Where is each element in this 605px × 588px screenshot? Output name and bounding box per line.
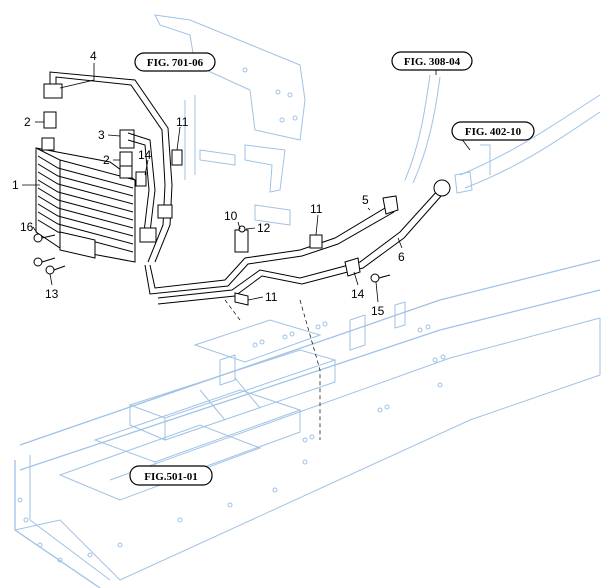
leader-lines [22, 63, 471, 303]
callout-14-lower: 14 [351, 287, 365, 301]
fitting-lower [119, 151, 133, 167]
callout-10: 10 [224, 209, 238, 223]
callout-16: 16 [20, 220, 34, 234]
fig-402-10-label: FIG. 402-10 [465, 126, 522, 138]
callout-3: 3 [98, 128, 105, 142]
callout-14-upper: 14 [138, 148, 152, 162]
oil-cooler [35, 137, 136, 263]
fig-501-01-ref[interactable]: FIG.501-01 [129, 465, 213, 486]
callout-11-upper: 11 [176, 115, 189, 129]
fig-308-hose [404, 74, 441, 184]
callout-1: 1 [12, 178, 19, 192]
callout-4: 4 [90, 49, 97, 63]
fig-501-01-label: FIG.501-01 [144, 471, 197, 483]
cooler-fins [37, 155, 134, 253]
callout-2-lower: 2 [103, 153, 110, 167]
oil-pipe-3 [127, 132, 173, 243]
frame-bolt-holes [17, 321, 446, 563]
callout-11-mid: 11 [310, 202, 323, 216]
callout-numbers: 4 2 3 2 14 1 11 16 13 5 6 10 12 11 11 14… [12, 49, 405, 318]
fig-402-10-ref[interactable]: FIG. 402-10 [451, 121, 535, 141]
callout-12: 12 [257, 221, 271, 235]
fig-308-04-label: FIG. 308-04 [404, 56, 461, 68]
callout-13: 13 [45, 287, 59, 301]
callout-2-upper: 2 [24, 115, 31, 129]
oil-pipe-4 [43, 71, 173, 263]
oil-pipe-5 [144, 195, 399, 295]
callout-11-lower: 11 [265, 290, 278, 304]
fig-701-06-ref[interactable]: FIG. 701-06 [134, 52, 216, 72]
oil-pipe-6 [157, 179, 451, 305]
fig-308-04-ref[interactable]: FIG. 308-04 [391, 51, 473, 71]
callout-5: 5 [362, 193, 369, 207]
fitting-elbow-3 [119, 129, 135, 149]
fitting-upper [43, 111, 57, 129]
clamps [135, 149, 361, 306]
upper-bracket-outline [154, 14, 306, 226]
callout-15: 15 [371, 304, 385, 318]
fig-701-06-label: FIG. 701-06 [147, 57, 204, 69]
callout-6: 6 [398, 250, 405, 264]
chassis-frame [14, 259, 601, 588]
bolts [33, 225, 391, 283]
fig-402-pipe [454, 94, 601, 194]
